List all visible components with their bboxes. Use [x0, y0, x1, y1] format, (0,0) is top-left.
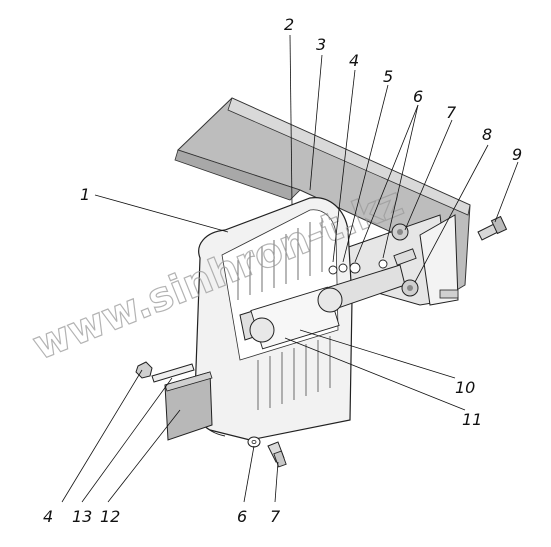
bolt-9	[477, 215, 508, 241]
strip-13	[151, 363, 195, 383]
callout-5: 5	[383, 67, 393, 86]
callout-1: 1	[80, 185, 90, 204]
mudguard-ribs	[237, 218, 331, 410]
callout-3: 3	[316, 35, 326, 54]
flap-12	[164, 371, 213, 441]
callout-11: 11	[462, 410, 482, 429]
bracket-fasteners	[328, 223, 419, 297]
leader-lines	[61, 34, 519, 503]
callout-12: 12	[100, 507, 120, 526]
callout-7-bottom: 7	[270, 507, 281, 526]
callout-4-bottom: 4	[43, 507, 53, 526]
callout-4: 4	[349, 51, 359, 70]
callout-6-bottom: 6	[237, 507, 247, 526]
callout-2: 2	[284, 15, 294, 34]
callout-7: 7	[446, 103, 457, 122]
callout-13: 13	[72, 507, 92, 526]
clamp-arm	[239, 264, 406, 350]
bolt-7-bottom	[267, 441, 287, 468]
callout-9: 9	[512, 145, 522, 164]
callout-8: 8	[482, 125, 492, 144]
callout-10: 10	[455, 378, 475, 397]
callout-6: 6	[413, 87, 423, 106]
washer-6-bottom	[247, 436, 261, 448]
callout-labels: 1 2 3 4 5 6 7 8 9 10 11 4 13 12 6 7	[43, 15, 522, 526]
